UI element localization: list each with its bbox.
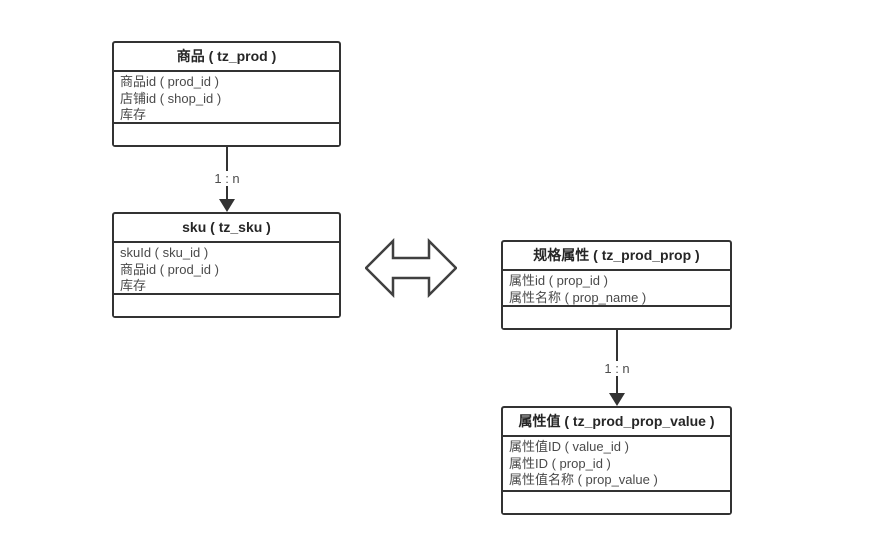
entity-field: skuId ( sku_id ) bbox=[120, 245, 209, 260]
entity-field: 属性ID ( prop_id ) bbox=[509, 455, 611, 471]
entity-prod-title: 商品 ( tz_prod ) bbox=[114, 43, 339, 72]
entity-prod-prop-fields: 属性id ( prop_id ) 属性名称 ( prop_name ) bbox=[503, 271, 730, 307]
entity-field: 属性值ID ( value_id ) bbox=[509, 439, 629, 454]
relation-prod-sku: 1 : n bbox=[211, 147, 243, 212]
entity-prod-prop-value-fields: 属性值ID ( value_id ) 属性ID ( prop_id ) 属性值名… bbox=[503, 437, 730, 492]
entity-field: 库存 bbox=[120, 107, 147, 122]
entity-prod-footer-empty bbox=[114, 124, 339, 145]
entity-prod-prop-value: 属性值 ( tz_prod_prop_value ) 属性值ID ( value… bbox=[501, 406, 732, 515]
entity-prod: 商品 ( tz_prod ) 商品id ( prod_id ) 店铺id ( s… bbox=[112, 41, 341, 147]
entity-sku-title: sku ( tz_sku ) bbox=[114, 214, 339, 243]
entity-field: 店铺id ( shop_id ) bbox=[120, 90, 222, 106]
double-horizontal-arrow-icon bbox=[365, 238, 457, 298]
relation-cardinality-label: 1 : n bbox=[601, 361, 633, 376]
entity-prod-prop: 规格属性 ( tz_prod_prop ) 属性id ( prop_id ) 属… bbox=[501, 240, 732, 330]
entity-sku-footer-empty bbox=[114, 295, 339, 316]
entity-prod-fields: 商品id ( prod_id ) 店铺id ( shop_id ) 库存 bbox=[114, 72, 339, 124]
entity-field: 库存 bbox=[120, 278, 147, 293]
entity-field: 商品id ( prod_id ) bbox=[120, 261, 219, 277]
entity-prod-prop-title: 规格属性 ( tz_prod_prop ) bbox=[503, 242, 730, 271]
arrow-down-icon bbox=[219, 199, 235, 212]
entity-sku: sku ( tz_sku ) skuId ( sku_id ) 商品id ( p… bbox=[112, 212, 341, 318]
relation-cardinality-label: 1 : n bbox=[211, 171, 243, 186]
entity-field: 属性名称 ( prop_name ) bbox=[509, 289, 647, 305]
relation-prop-propvalue: 1 : n bbox=[601, 330, 633, 406]
arrow-down-icon bbox=[609, 393, 625, 406]
entity-field: 属性id ( prop_id ) bbox=[509, 273, 608, 288]
entity-sku-fields: skuId ( sku_id ) 商品id ( prod_id ) 库存 bbox=[114, 243, 339, 295]
entity-prod-prop-value-footer-empty bbox=[503, 492, 730, 513]
entity-prod-prop-value-title: 属性值 ( tz_prod_prop_value ) bbox=[503, 408, 730, 437]
entity-field: 商品id ( prod_id ) bbox=[120, 74, 219, 89]
entity-field: 属性值名称 ( prop_value ) bbox=[509, 472, 658, 487]
entity-prod-prop-footer-empty bbox=[503, 307, 730, 328]
